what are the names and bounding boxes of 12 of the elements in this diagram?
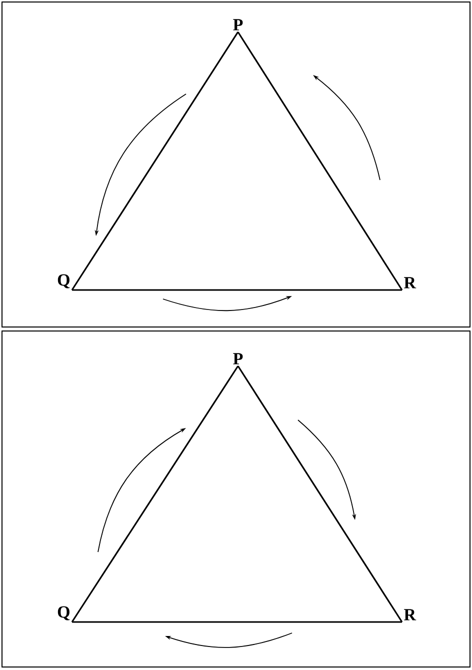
vertex-label: P xyxy=(233,353,243,364)
vertex-label: Q xyxy=(58,606,70,620)
vertex-label: R xyxy=(404,609,416,620)
vertex-label: P xyxy=(233,19,243,30)
triangle-side xyxy=(237,32,403,290)
vertex-label: R xyxy=(404,277,416,288)
triangle-side xyxy=(72,621,402,623)
triangle-side xyxy=(237,366,403,622)
triangle-side xyxy=(72,289,402,291)
triangle-side xyxy=(71,32,239,290)
triangle-side xyxy=(71,366,239,622)
vertex-label: Q xyxy=(58,274,70,288)
